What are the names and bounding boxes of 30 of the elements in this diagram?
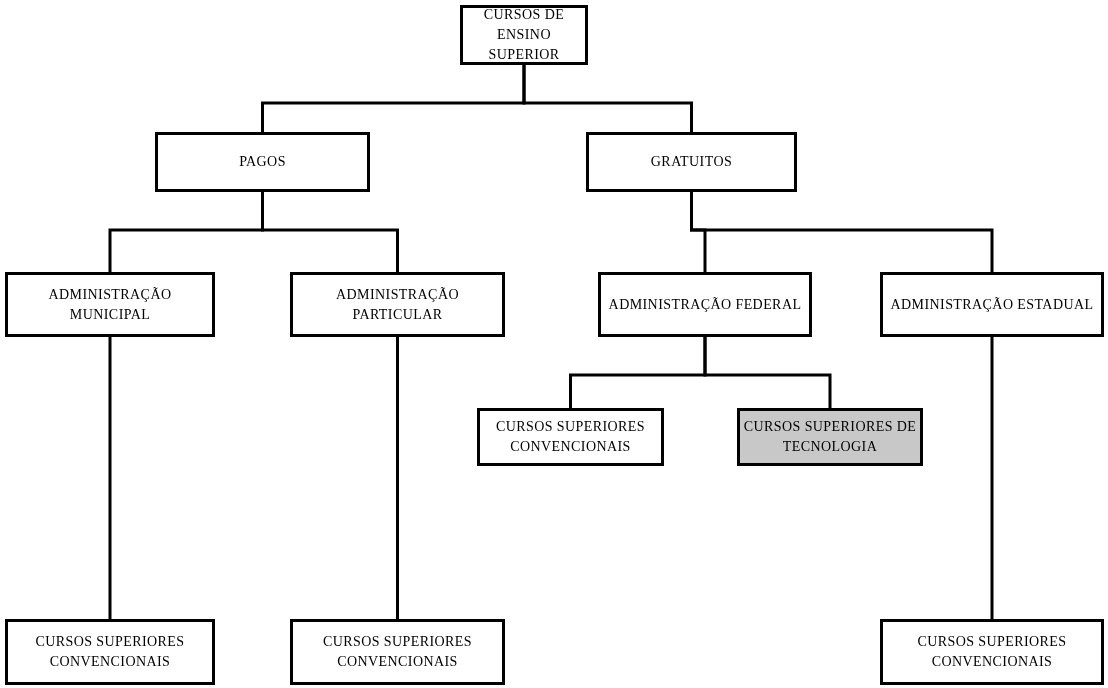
shaded-box — [737, 408, 923, 466]
box-label: PAGOS — [239, 153, 286, 171]
box-label: CURSOS SUPERIORES DE TECNOLOGIA — [742, 418, 918, 456]
box-label: ADMINISTRAÇÃO ESTADUAL — [890, 295, 1094, 314]
org-box — [477, 408, 664, 466]
connector-line — [703, 337, 832, 408]
connector-line — [396, 337, 399, 619]
org-box — [880, 619, 1104, 685]
org-box — [880, 272, 1104, 337]
org-box — [5, 272, 215, 337]
box-label: GRATUITOS — [650, 153, 733, 171]
org-box — [290, 619, 505, 685]
connector-line — [522, 65, 693, 132]
box-label: CURSOS SUPERIORES CONVENCIONAIS — [321, 633, 474, 671]
org-box — [290, 272, 505, 337]
box-label: ADMINISTRAÇÃO PARTICULAR — [335, 285, 460, 324]
box-label: CURSOS DE ENSINO SUPERIOR — [482, 6, 566, 64]
org-box — [460, 5, 588, 65]
box-label: CURSOS SUPERIORES CONVENCIONAIS — [494, 418, 647, 456]
box-label: CURSOS SUPERIORES CONVENCIONAIS — [916, 633, 1068, 671]
connector-line — [990, 337, 994, 619]
org-box — [598, 272, 812, 337]
connector-line — [690, 192, 994, 272]
org-box — [586, 132, 797, 192]
org-box — [155, 132, 370, 192]
box-label: ADMINISTRAÇÃO MUNICIPAL — [47, 285, 173, 324]
connector-line — [108, 337, 112, 619]
box-label: ADMINISTRAÇÃO FEDERAL — [608, 295, 802, 314]
box-label: CURSOS SUPERIORES CONVENCIONAIS — [34, 633, 186, 671]
org-box — [5, 619, 215, 685]
